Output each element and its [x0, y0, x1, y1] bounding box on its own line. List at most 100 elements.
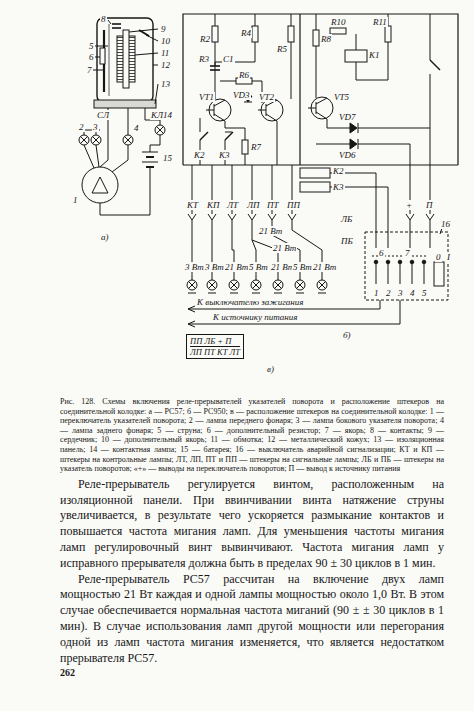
relay-housing: [94, 18, 156, 108]
table-row: ЛП ПТ КТ ЛТ: [190, 346, 240, 357]
relay-b-frame: [183, 164, 458, 165]
relay-a-wiring: [142, 152, 158, 153]
callout-label: 21 Вт: [224, 262, 249, 272]
connector-plugs: [188, 165, 434, 232]
relay-a-wiring: [128, 108, 129, 135]
relay-a-wiring: [146, 156, 154, 158]
signal-lamps: [189, 282, 326, 289]
callout-label: 10: [160, 36, 171, 46]
text-column: Рис. 128. Схемы включения реле-прерывате…: [60, 397, 444, 679]
relay-b-components: [356, 62, 357, 80]
relay-a-wiring: [82, 167, 118, 203]
callout-label: КЛ14: [150, 110, 173, 120]
signal-lamps: [187, 220, 327, 293]
signal-relay-coils: [300, 168, 388, 232]
relay-b-components: [220, 81, 236, 82]
signal-lamps: [192, 220, 322, 280]
relay-b-components: [356, 42, 388, 80]
relay-b-components: [358, 128, 430, 165]
relay-a-wiring: [93, 137, 100, 144]
callout-label: 2: [78, 122, 85, 132]
relay-b-components: [430, 74, 431, 128]
callout-label: R7: [250, 142, 262, 152]
callout-label: КП: [206, 200, 220, 210]
connector-plugs: [410, 220, 430, 232]
callout-label: 5 Вт: [292, 262, 313, 272]
body-paragraph: Реле-прерыватель РС57 рассчитан на включ…: [60, 572, 444, 667]
callout-label: 3 Вт: [204, 262, 225, 272]
relay-b-components: [291, 42, 292, 99]
relay-b-frame: [183, 14, 458, 165]
callout-label: K3: [332, 182, 345, 192]
callout-label: R10: [330, 17, 347, 27]
callout-label: K2: [193, 150, 206, 160]
relay-coil: [155, 84, 158, 104]
relay-b-frame: [183, 14, 458, 165]
hazard-switch: [422, 260, 426, 264]
relay-coil: [146, 35, 158, 41]
callout-label: 21 Вт: [312, 262, 337, 272]
relay-b-components: [430, 14, 431, 60]
relay-b-components: [291, 14, 292, 26]
callout-label: C1: [222, 54, 235, 64]
callout-label: 9: [160, 24, 167, 34]
callout-label: R11: [372, 17, 388, 27]
relay-coil: [93, 20, 158, 104]
callout-label: 5 Вт: [248, 262, 269, 272]
relay-b-components: [242, 140, 248, 154]
callout-label: VD3: [232, 90, 251, 100]
callout-label: I: [446, 252, 451, 262]
table-row: ПП ЛБ + П: [190, 336, 240, 346]
signal-relay-coils: [300, 168, 330, 178]
hazard-switch: [374, 260, 378, 264]
relay-coil: [100, 48, 105, 64]
page-number: 262: [60, 667, 444, 679]
relay-b-components: [206, 100, 225, 121]
relay-a-wiring: [145, 108, 146, 120]
hazard-switch: [398, 260, 402, 264]
relay-housing: [94, 100, 156, 108]
callout-label: K1: [368, 50, 381, 60]
relay-a-wiring: [142, 162, 158, 163]
callout-label: 8: [100, 14, 107, 24]
figure-caption: Рис. 128. Схемы включения реле-прерывате…: [60, 397, 444, 474]
callout-label: 2: [385, 288, 392, 298]
relay-a-wiring: [81, 137, 88, 144]
relay-b-components: [277, 121, 278, 165]
callout-label: 16: [440, 219, 451, 229]
callout-label: 15: [162, 153, 173, 163]
relay-b-components: [350, 139, 357, 149]
body-paragraph: Реле-прерыватель регулируется винтом, ра…: [60, 477, 444, 572]
relay-b-components: [358, 144, 410, 165]
relay-coil: [112, 23, 121, 25]
relay-b-components: [215, 62, 255, 66]
callout-label: 21 Вт: [272, 243, 297, 253]
relay-coil: [93, 70, 103, 71]
callout-label: VT5: [333, 92, 350, 102]
callout-label: VD6: [338, 150, 357, 160]
relay-b-components: [430, 60, 440, 70]
relay-b-components: [200, 132, 208, 140]
callout-label: в): [266, 364, 275, 374]
hazard-switch: [365, 228, 448, 300]
relay-a-wiring: [123, 135, 133, 145]
hazard-switch: [434, 262, 444, 286]
plug-layout-table: ПП ЛБ + ПЛП ПТ КТ ЛТ: [186, 334, 244, 359]
hazard-switch: [410, 260, 414, 264]
supply-leads: [188, 306, 195, 312]
callout-label: К выключателю зажигания: [196, 297, 304, 307]
callout-label: R3: [198, 54, 210, 64]
relay-b-components: [200, 14, 440, 165]
hazard-switch: [410, 232, 411, 248]
relay-b-components: [255, 42, 256, 62]
hazard-switch: [376, 262, 424, 284]
relay-coil: [153, 65, 158, 66]
hazard-switch: [376, 232, 377, 248]
relay-a-wiring: [112, 145, 128, 172]
relay-a-wiring: [92, 177, 108, 193]
callout-label: 1: [373, 288, 380, 298]
relay-b-components: [252, 26, 258, 42]
callout-label: ЛП: [246, 200, 261, 210]
hazard-switch: [386, 260, 390, 264]
relay-a-wiring: [84, 145, 94, 168]
